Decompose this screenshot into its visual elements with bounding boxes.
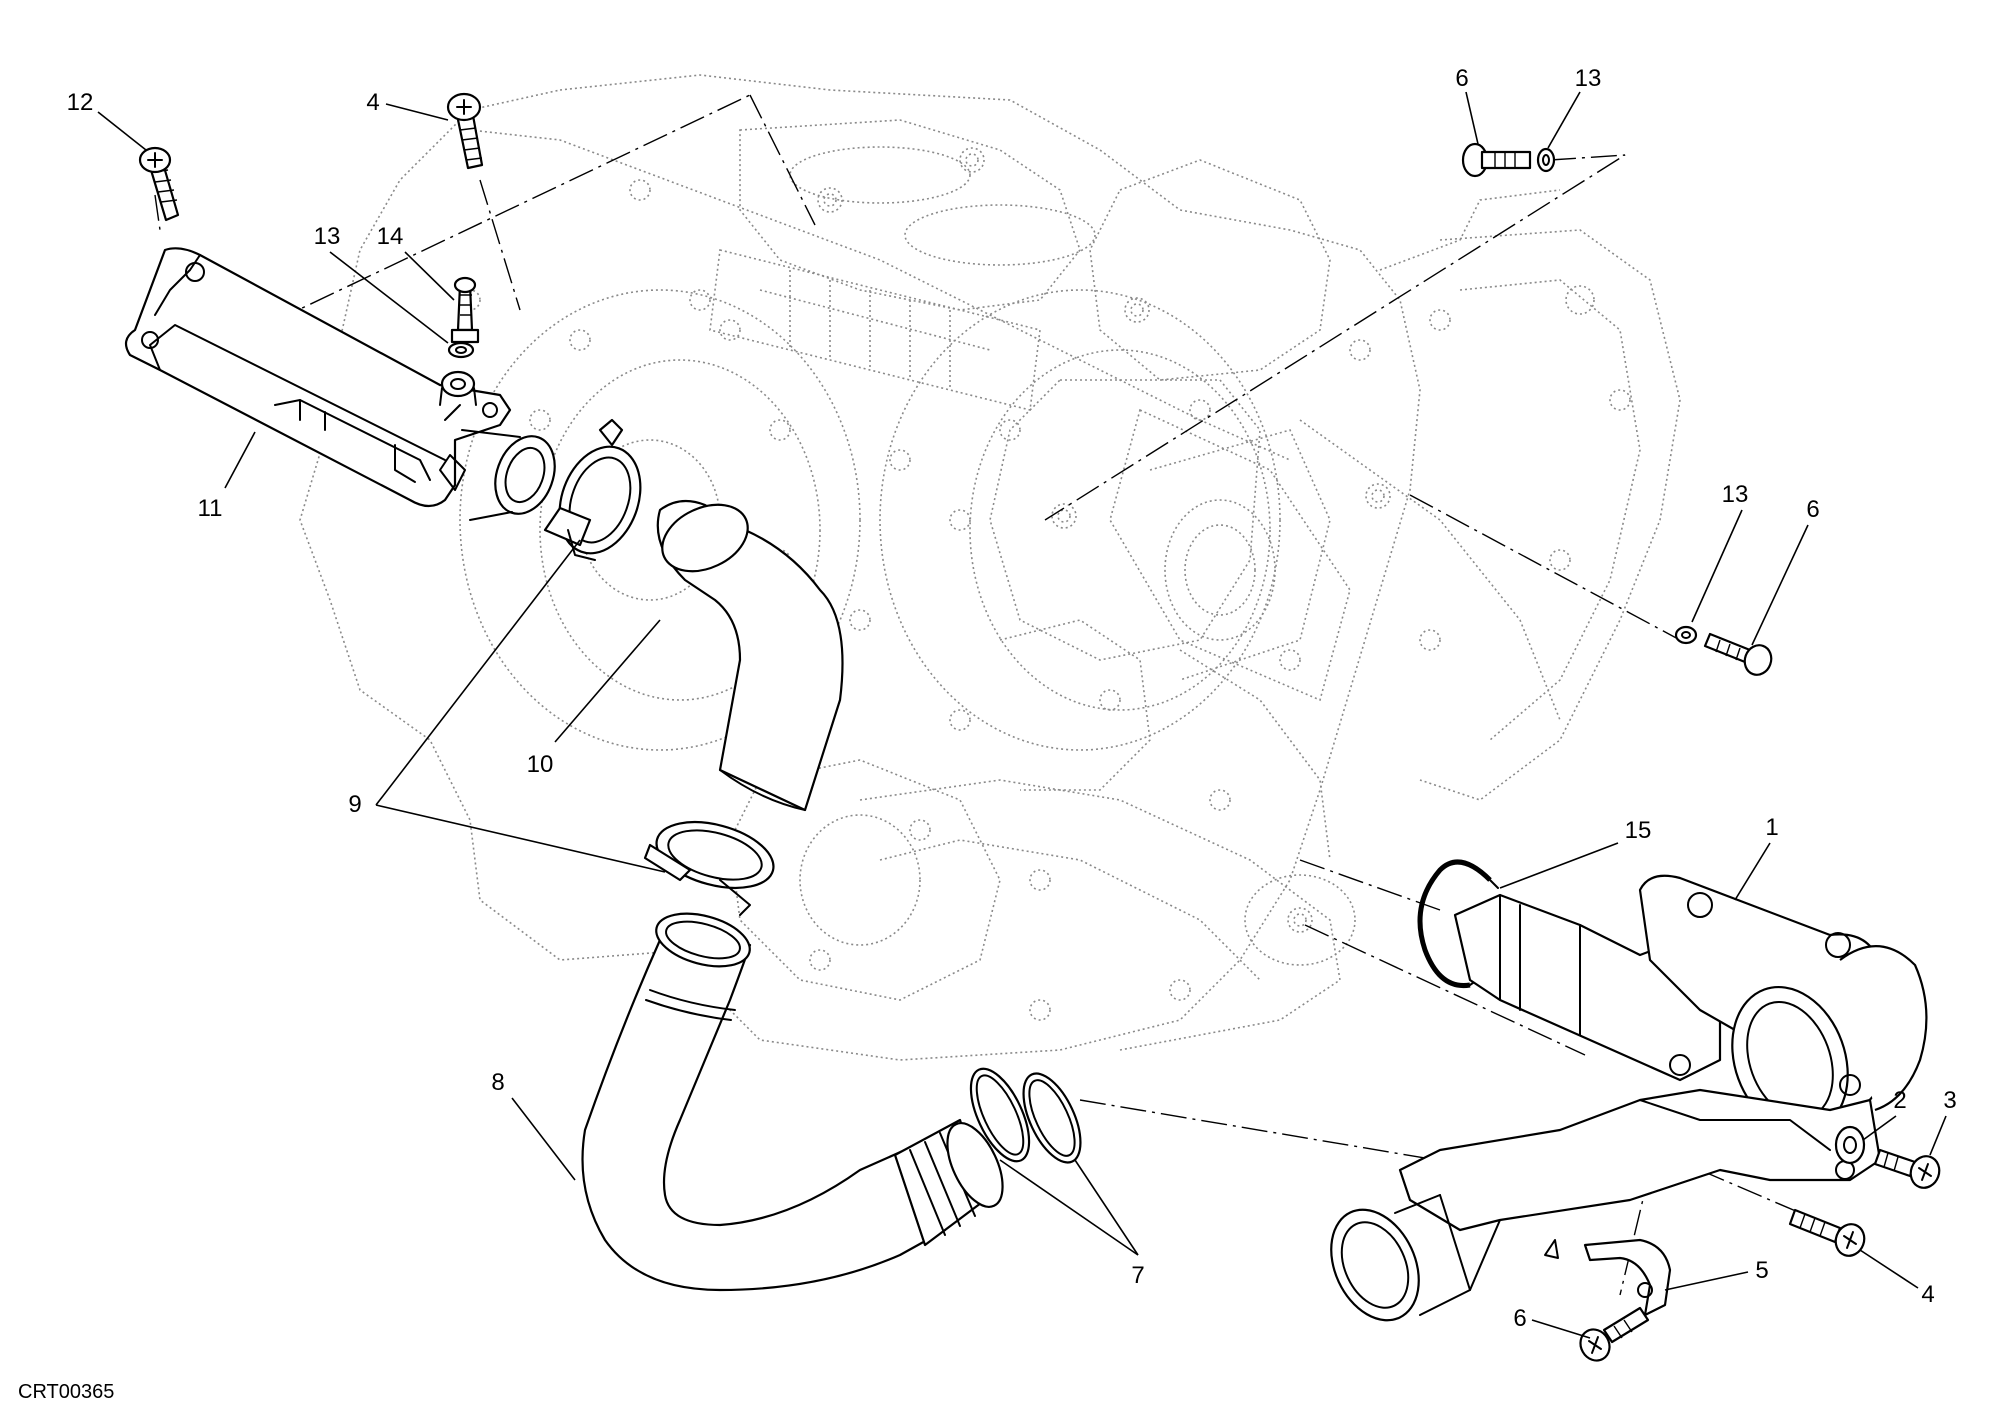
bleed-screw-14 [450,276,480,344]
callout-4-right: 4 [1921,1281,1934,1308]
callout-11: 11 [198,495,223,522]
callout-2: 2 [1893,1087,1906,1114]
callout-labels: 12 4 13 14 11 10 9 8 7 6 13 13 6 15 1 2 … [67,65,1957,1332]
upper-hose-10 [656,499,844,812]
reference-code: CRT00365 [18,1381,114,1403]
washer-13-left [439,341,477,406]
leader-lines [97,91,1947,1339]
callout-3: 3 [1943,1087,1956,1114]
callout-7: 7 [1131,1262,1144,1289]
callout-8: 8 [491,1069,504,1096]
engine-block-ghost [299,74,1681,1061]
bolt-4-top [446,92,484,170]
callout-6-mid: 6 [1806,496,1819,523]
alignment-lines [154,94,1841,1296]
callout-13-mid: 13 [1722,481,1749,508]
callout-14: 14 [377,223,404,250]
washer-2-bolt-3 [1834,1125,1941,1189]
hose-clamp-9-lower [643,821,775,916]
callout-6-top: 6 [1455,65,1468,92]
callout-10: 10 [527,751,554,778]
callout-9: 9 [348,791,361,818]
bolt-4-right [1788,1208,1866,1257]
hose-clamp-9-upper [543,418,642,561]
thermostat-housing-1 [1330,874,1928,1322]
bolt-6-top-right [1461,142,1556,178]
bracket-5 [1583,1238,1672,1317]
callout-13-top: 13 [1575,65,1602,92]
callout-4-top: 4 [366,89,379,116]
callout-13-left: 13 [314,223,341,250]
bolt-6-mid-right [1674,625,1773,676]
bolt-12 [138,146,180,222]
callout-1: 1 [1765,814,1778,841]
coolant-outlet-pipe [124,247,556,521]
o-rings-7 [969,1067,1082,1164]
callout-5: 5 [1755,1257,1768,1284]
callout-15: 15 [1625,817,1652,844]
callout-12: 12 [67,89,94,116]
callout-6-bottom: 6 [1513,1305,1526,1332]
lower-hose-8 [581,912,1004,1292]
